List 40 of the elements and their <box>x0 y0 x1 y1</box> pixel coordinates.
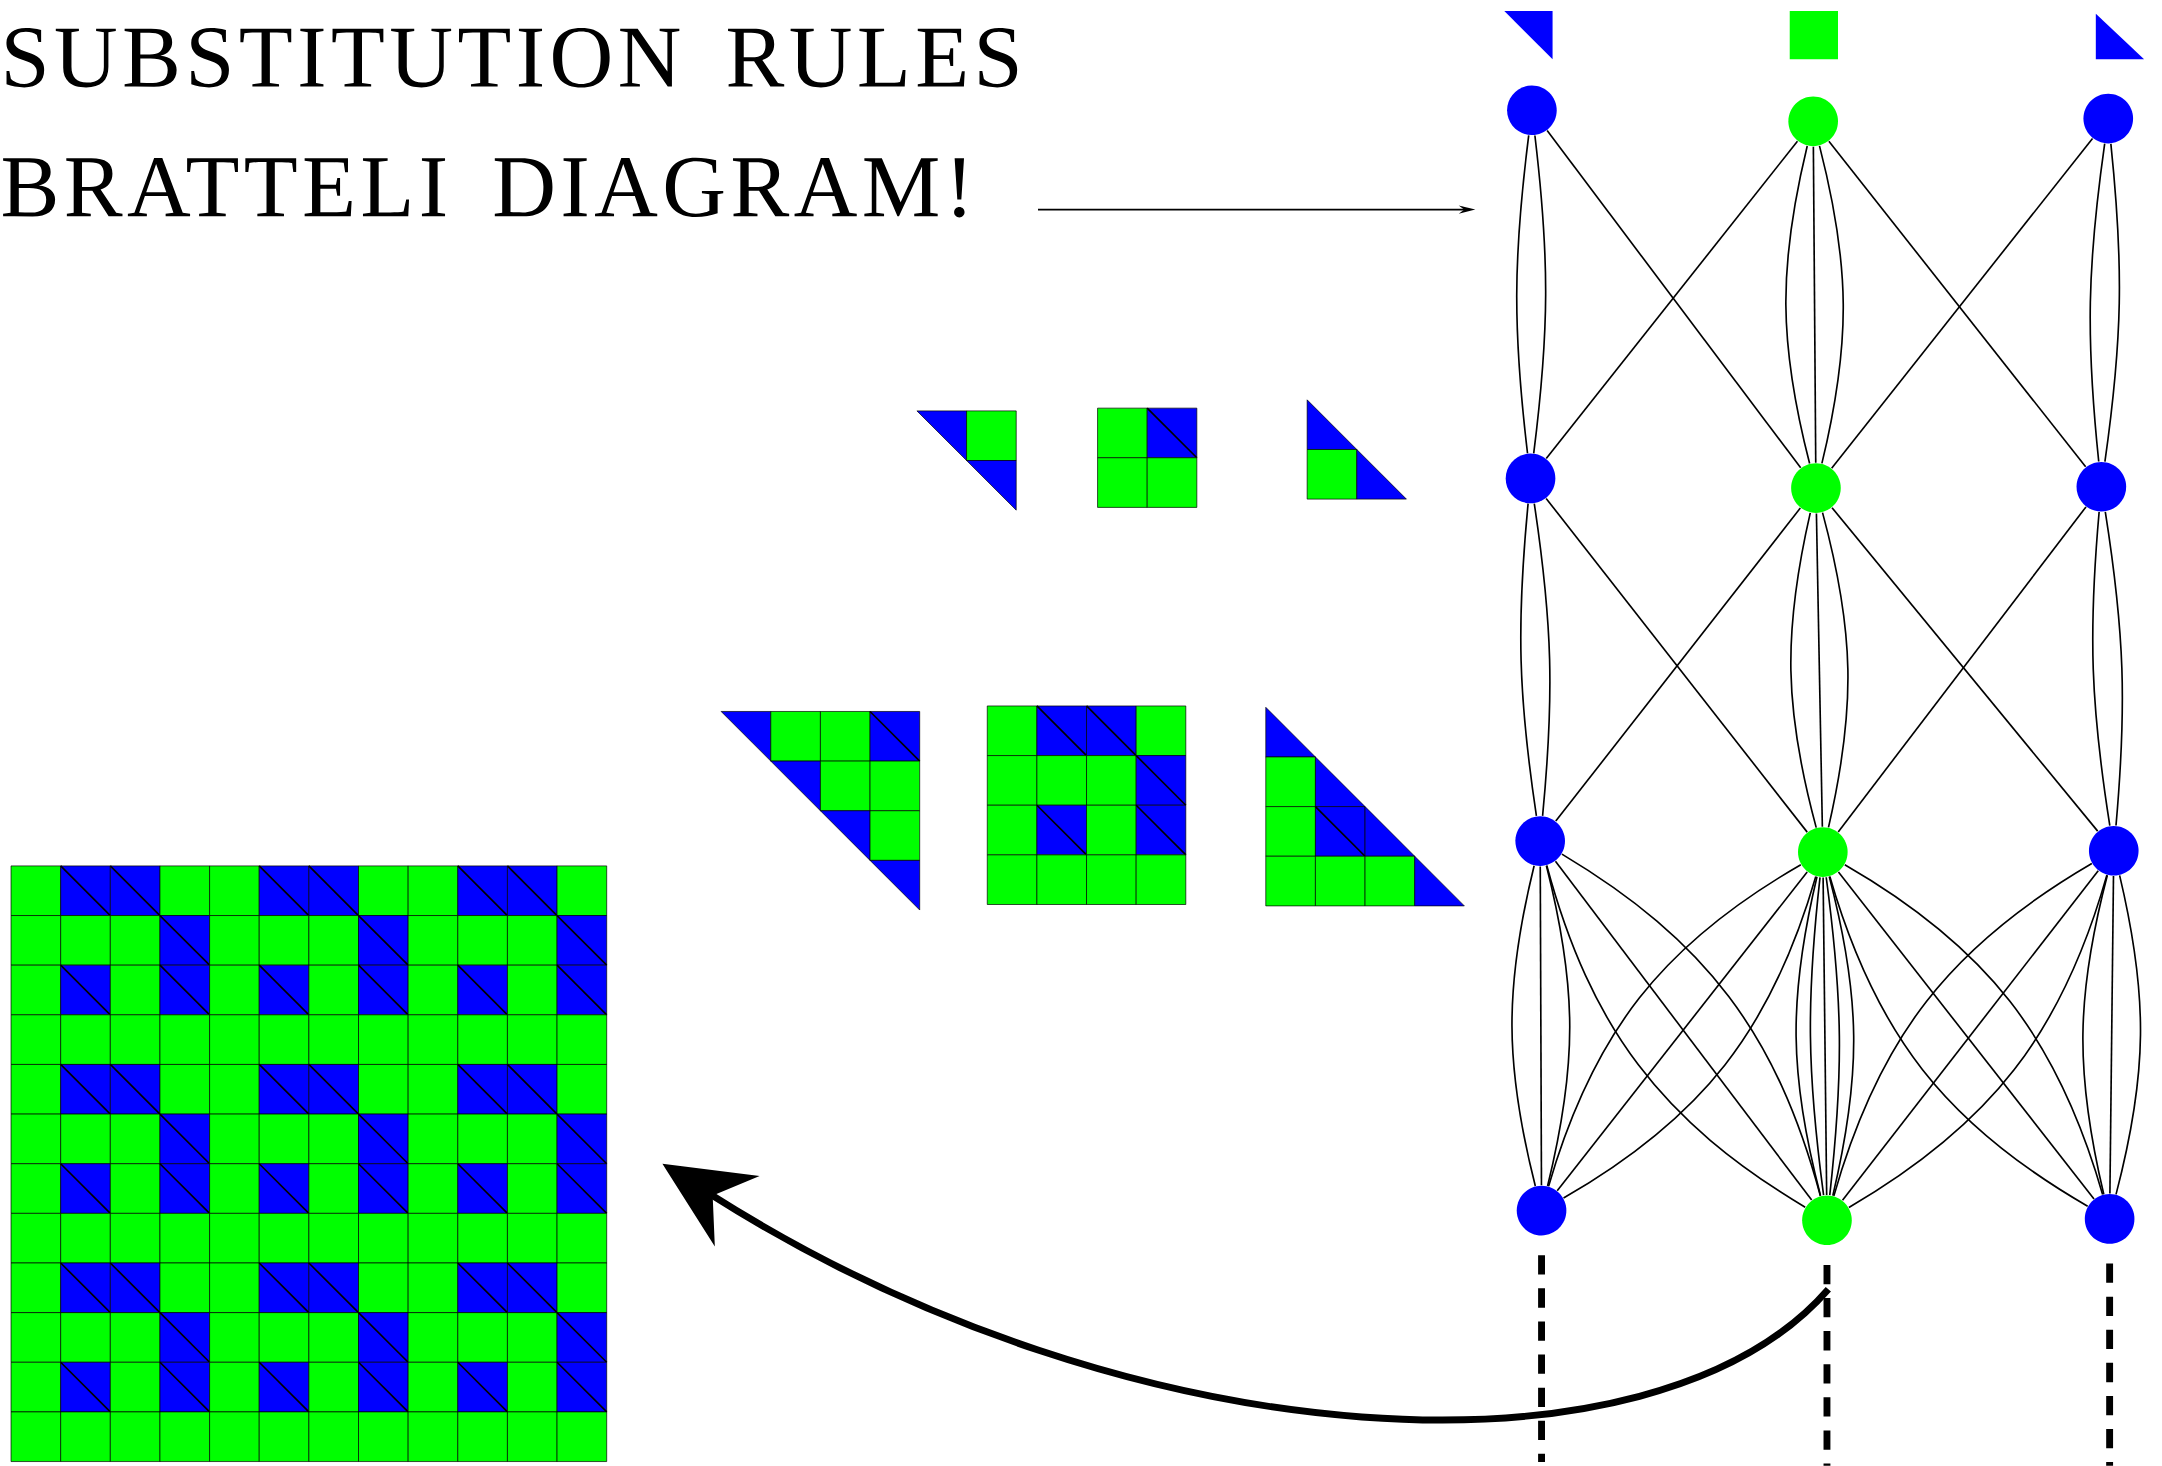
edge-line <box>1785 145 1811 465</box>
vertex-dot <box>2083 93 2134 144</box>
edge-line <box>1809 876 1825 1197</box>
edge-line <box>1515 134 1530 455</box>
edge-line <box>1822 876 1828 1196</box>
edge-line <box>1532 134 1547 455</box>
vertex-dot <box>1515 816 1565 867</box>
vertex-dot <box>1505 453 1556 504</box>
edge-line <box>1812 146 1817 464</box>
heading-text: SUBSTITUTION RULES BRATTELI DIAGRAM! <box>3 28 1018 218</box>
edge-line <box>1533 502 1551 817</box>
vertex-dot <box>2084 1194 2135 1244</box>
edge-line <box>2104 143 2121 463</box>
vertex-dot <box>1798 827 1848 878</box>
edge-line <box>2089 143 2106 463</box>
edge-line <box>1539 865 1543 1187</box>
vertex-dot <box>1788 96 1838 147</box>
edge-line <box>2109 875 2115 1195</box>
vertex-dot <box>1802 1195 1852 1246</box>
vertex-dot <box>1507 85 1557 136</box>
edge-line <box>1828 876 1855 1197</box>
edge-line <box>1519 503 1538 817</box>
edge-line <box>2115 874 2142 1196</box>
edge-line <box>1825 876 1841 1197</box>
edge-line <box>1545 865 1571 1187</box>
edge-line <box>1821 511 1849 829</box>
edge-line <box>2082 874 2109 1196</box>
edge-line <box>1815 512 1824 828</box>
vertex-dot <box>1516 1185 1567 1236</box>
dashed-line <box>2106 1263 2114 1466</box>
tiling-drawing <box>10 865 608 1463</box>
edge-line <box>1818 145 1845 465</box>
edge-line <box>1790 512 1818 829</box>
vertex-dot <box>2088 826 2139 876</box>
edge-line <box>2104 511 2124 827</box>
vertex-dot <box>2076 462 2127 512</box>
edge-line <box>2091 511 2111 827</box>
edge-line <box>1795 876 1822 1197</box>
vertex-dot <box>1791 463 1841 514</box>
edge-line <box>1511 865 1537 1187</box>
